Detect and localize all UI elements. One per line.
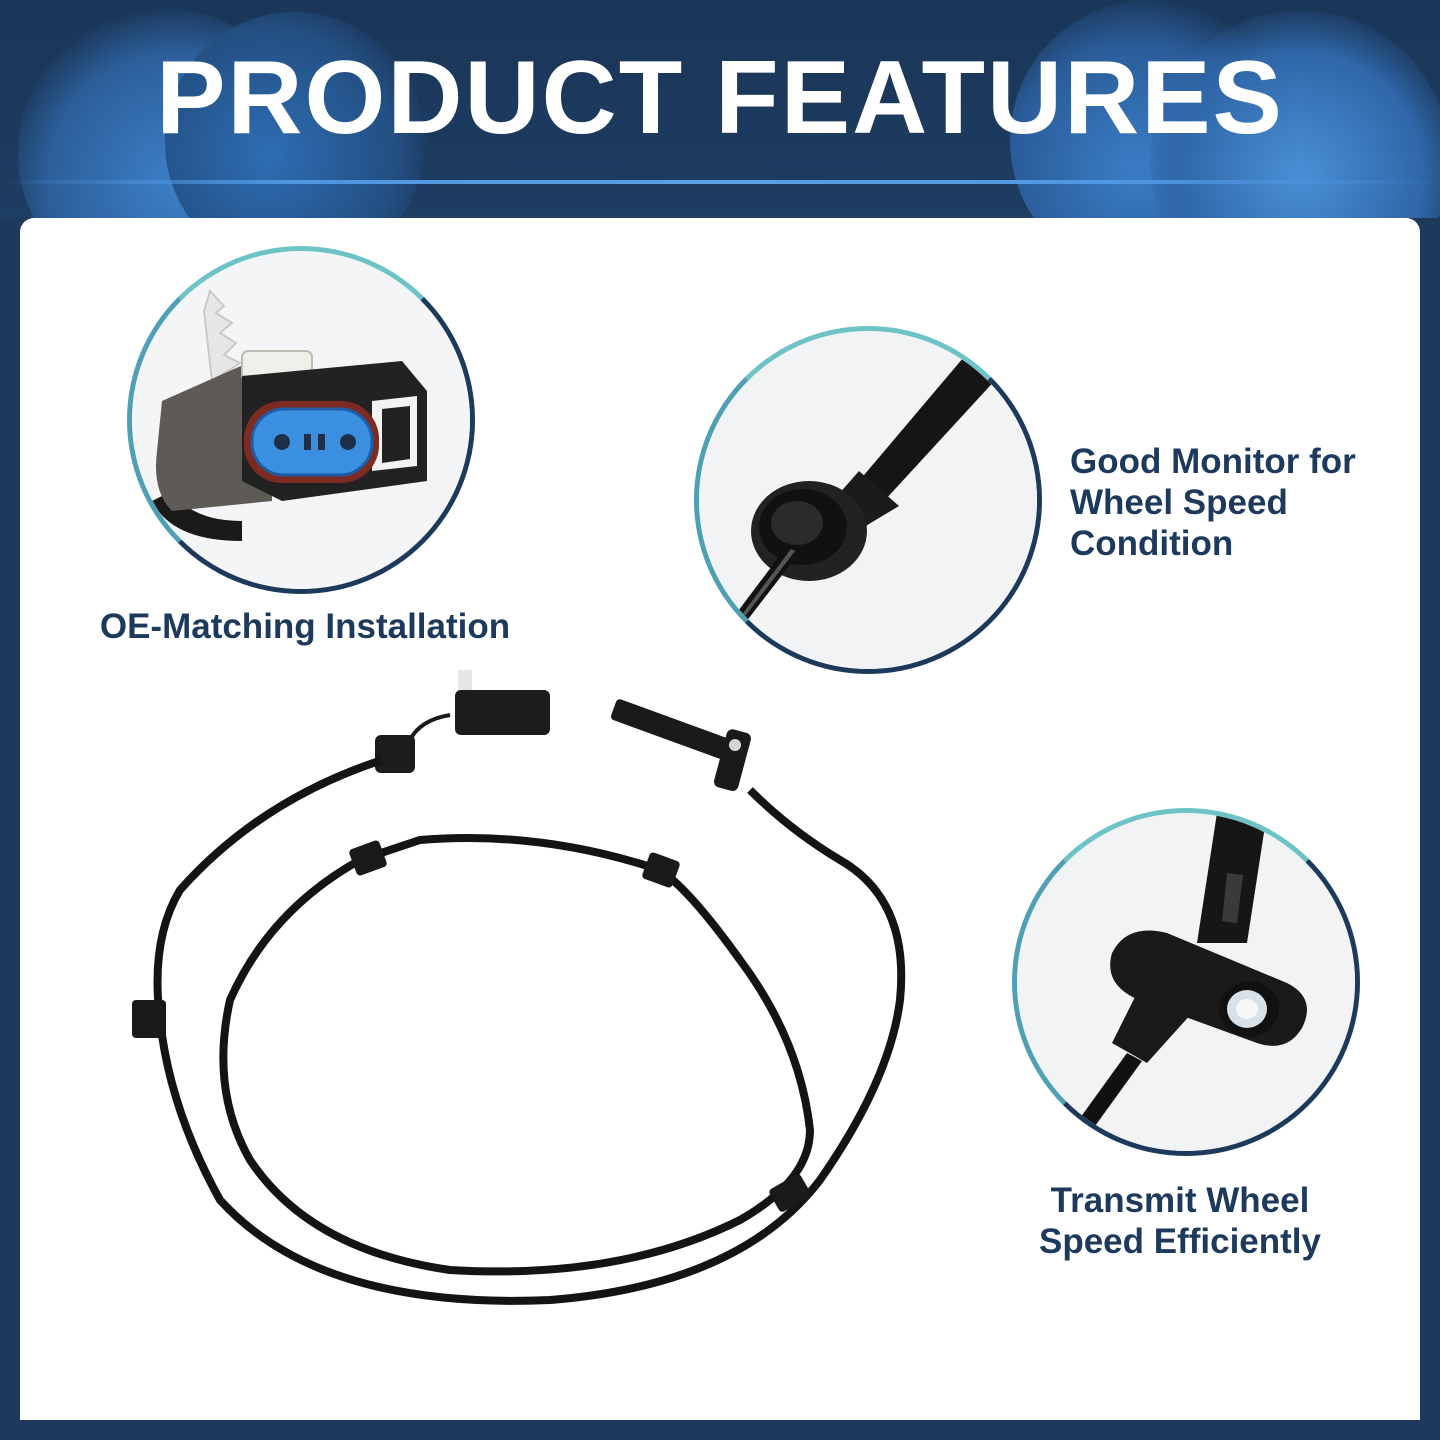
feature-label-installation: OE-Matching Installation: [99, 607, 511, 646]
sensor-head-closeup-icon: [1017, 813, 1355, 1151]
grommet-closeup-icon: [699, 331, 1037, 669]
feature-label-monitor-line-2: Wheel Speed: [1070, 483, 1288, 522]
feature-label-transmit-line-2: Speed Efficiently: [1038, 1222, 1322, 1261]
feature-label-transmit: Transmit Wheel Speed Efficiently: [1000, 1180, 1360, 1262]
feature-label-monitor-line-3: Condition: [1070, 524, 1234, 563]
cable-clip: [132, 1000, 166, 1038]
cable-clip: [349, 840, 387, 876]
sensor-shaft: [610, 699, 730, 759]
connector-housing: [455, 690, 550, 735]
header-accent-line: [0, 180, 1440, 184]
cable-clip: [642, 852, 680, 888]
page-title: PRODUCT FEATURES: [156, 40, 1284, 156]
connector-closeup-icon: [132, 251, 470, 589]
sensor-flange: [713, 729, 751, 791]
inner-cable-loop: [219, 834, 815, 1276]
feature-connector-circle: [127, 246, 475, 594]
feature-label-monitor-line-1: Good Monitor for: [1070, 442, 1356, 481]
cable-clip: [769, 1174, 811, 1212]
feature-label-transmit-line-1: Transmit Wheel: [1050, 1181, 1310, 1220]
abs-sensor-product-illustration: [132, 670, 906, 1305]
cable-boot: [375, 735, 415, 773]
feature-sensor-circle: [1012, 808, 1360, 1156]
connector-clip: [458, 670, 472, 692]
bottom-band: [0, 1420, 1440, 1440]
header-banner: PRODUCT FEATURES: [0, 0, 1440, 218]
feature-grommet-circle: [694, 326, 1042, 674]
outer-cable-loop: [153, 756, 906, 1305]
feature-label-monitor: Good Monitor for Wheel Speed Condition: [1070, 441, 1410, 564]
